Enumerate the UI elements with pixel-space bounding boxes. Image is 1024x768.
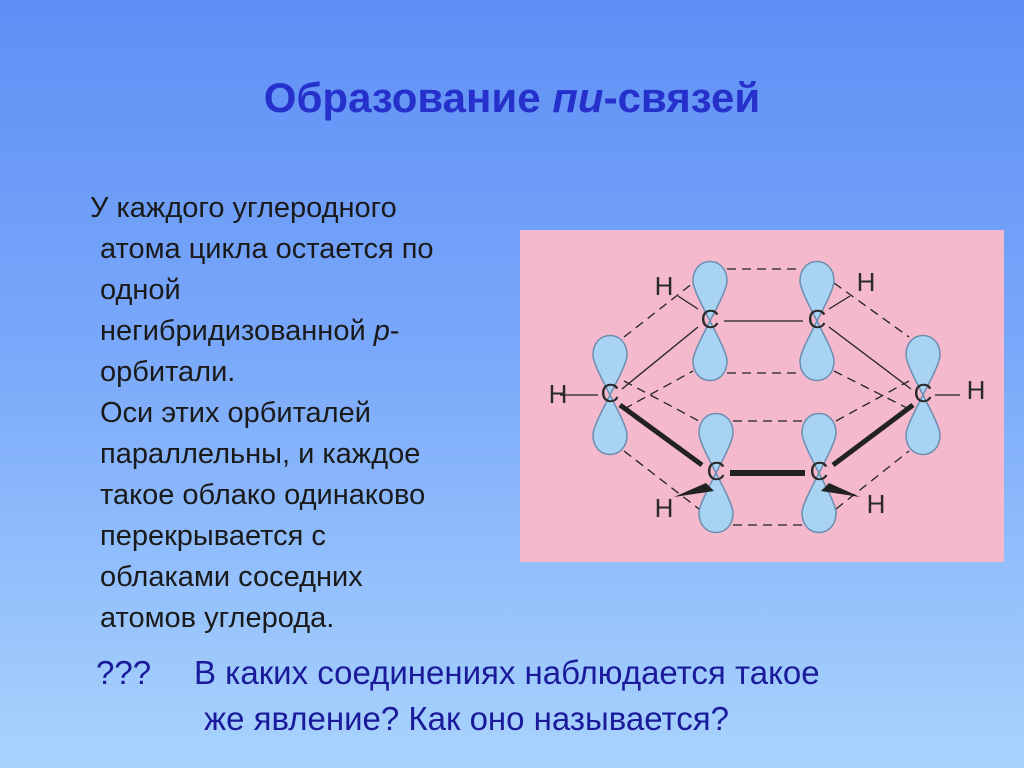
hydrogen-atom-label: H [655,271,674,301]
p-orbital-letter: р [373,315,390,347]
hydrogen-atom-label: H [867,489,886,519]
carbon-atom-label: C [914,378,933,408]
c-h-bond [677,295,699,310]
question-marks: ??? [96,654,152,691]
sigma-bond [621,326,699,390]
hyphen: - [389,315,400,347]
front-sigma-bond [831,403,915,467]
p-orbital-upper-lobe [905,334,941,397]
question-text: ??? В каких соединениях наблюдается такое… [96,650,996,742]
question-text-1: В каких соединениях наблюдается такое [194,654,820,691]
text-line: негибридизованной р- [86,311,506,352]
text-line: перекрывается с [100,520,326,552]
p-orbital-upper-lobe [692,260,728,323]
wedge-c-h-bond [674,483,714,497]
text-line: облаками соседних [100,561,363,593]
p-orbital-lower-lobe [905,393,941,456]
p-orbital-lower-lobe [698,471,734,534]
overlap-line [833,370,910,410]
explanation-text: У каждого углеродного атома цикла остает… [86,188,506,639]
c-h-bond [828,295,851,310]
carbon-atom-label: C [601,378,620,408]
overlap-line [623,450,700,510]
front-sigma-bond [618,402,704,468]
carbon-atom-label: C [808,304,827,334]
title-emphasis: пи [552,74,604,121]
title-prefix: Образование [263,74,553,121]
text-line: Оси этих орбиталей [100,397,371,429]
text-line: одной [100,274,181,306]
text-fragment: негибридизованной [100,315,374,347]
text-line: параллельны, и каждое [100,438,421,470]
overlap-line [835,450,910,510]
p-orbital-lower-lobe [801,471,837,534]
wedge-c-h-bond [821,483,860,497]
p-orbital-upper-lobe [801,412,837,475]
text-line: У каждого углеродного [90,192,397,224]
hydrogen-atom-label: H [549,379,568,409]
question-line-2: же явление? Как оно называется? [204,700,729,737]
p-orbital-lower-lobe [799,319,835,382]
title-suffix: -связей [603,74,761,121]
hydrogen-atom-label: H [857,267,876,297]
text-line: орбитали. [100,356,236,388]
text-line: атомов углерода. [100,602,335,634]
text-line: атома цикла остается по [100,233,434,265]
p-orbital-lower-lobe [692,319,728,382]
p-orbital-upper-lobe [698,412,734,475]
overlap-line [833,282,910,338]
hydrogen-atom-label: H [967,375,986,405]
carbon-atom-label: C [701,304,720,334]
hydrogen-atom-label: H [655,493,674,523]
overlap-line [623,370,694,410]
p-orbital-upper-lobe [592,334,628,397]
question-line-1: ??? В каких соединениях наблюдается такое [96,650,996,696]
slide-title: Образование пи-связей [0,74,1024,122]
text-line: такое облако одинаково [100,479,426,511]
carbon-atom-label: C [810,456,829,486]
p-orbital-lower-lobe [592,393,628,456]
carbon-atom-label: C [707,456,726,486]
p-orbital-upper-lobe [799,260,835,323]
sigma-bond [828,326,912,390]
